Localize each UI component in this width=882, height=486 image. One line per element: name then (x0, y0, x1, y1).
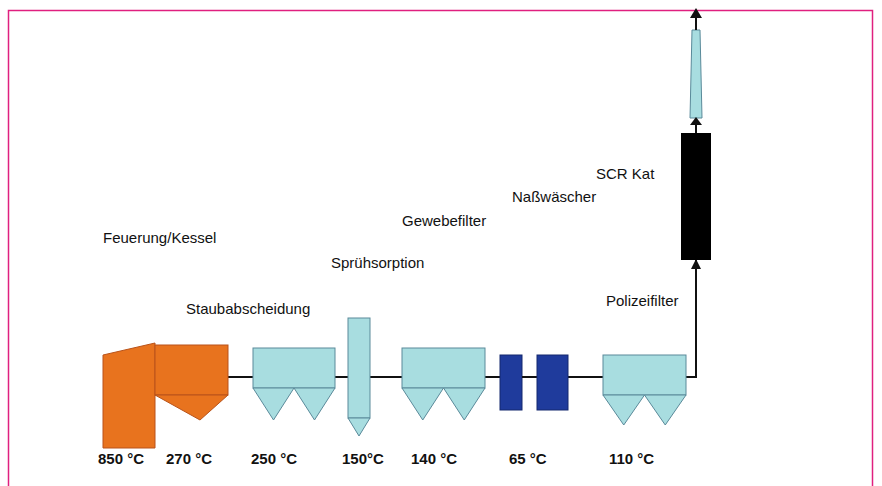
stage-label: Polizeifilter (606, 292, 679, 310)
stage-label: Naßwäscher (512, 188, 596, 206)
temperature-label: 110 °C (609, 450, 654, 468)
temperature-label: 250 °C (251, 450, 297, 468)
flue-gas-duct (568, 376, 603, 378)
node-shape (500, 355, 568, 410)
temperature-label: 140 °C (411, 450, 457, 468)
stage-label: SCR Kat (596, 165, 654, 183)
wet-scrubber-node: Naßwäscher65 °C (500, 355, 568, 410)
frame (9, 11, 873, 486)
node-shape (348, 318, 370, 436)
fabric-filter-node: Gewebefilter140 °C (402, 348, 485, 420)
spray-absorber-node: Sprühsorption150°C (348, 318, 370, 436)
stage-label: Gewebefilter (402, 212, 486, 230)
dust-filter-node: Staubabscheidung250 °C (253, 348, 335, 420)
stack-feed (695, 124, 697, 133)
scr-catalyst-node: SCR Kat (681, 133, 711, 260)
node-shape (603, 355, 686, 425)
stage-label: Feuerung/Kessel (103, 229, 216, 247)
flue-gas-duct (370, 376, 402, 378)
flue-gas-duct (485, 376, 500, 378)
flue-gas-duct (228, 376, 253, 378)
node-shape (253, 348, 335, 420)
flue-gas-duct (686, 260, 696, 377)
flue-gas-duct (335, 376, 348, 378)
node-shape (103, 343, 228, 448)
node-shape (681, 133, 711, 260)
temperature-label: 270 °C (166, 450, 212, 468)
arrow-head (690, 117, 702, 125)
node-shape (402, 348, 485, 420)
stage-label: Staubabscheidung (186, 300, 310, 318)
stack (690, 30, 702, 118)
temperature-label: 850 °C (98, 450, 144, 468)
temperature-label: 150°C (342, 450, 384, 468)
stack-outlet (695, 16, 697, 30)
temperature-label: 65 °C (509, 450, 547, 468)
boiler-node: Feuerung/Kessel850 °C270 °C (103, 343, 228, 448)
police-filter-node: Polizeifilter110 °C (603, 355, 686, 425)
stage-label: Sprühsorption (331, 254, 424, 272)
arrow-head (690, 8, 702, 18)
